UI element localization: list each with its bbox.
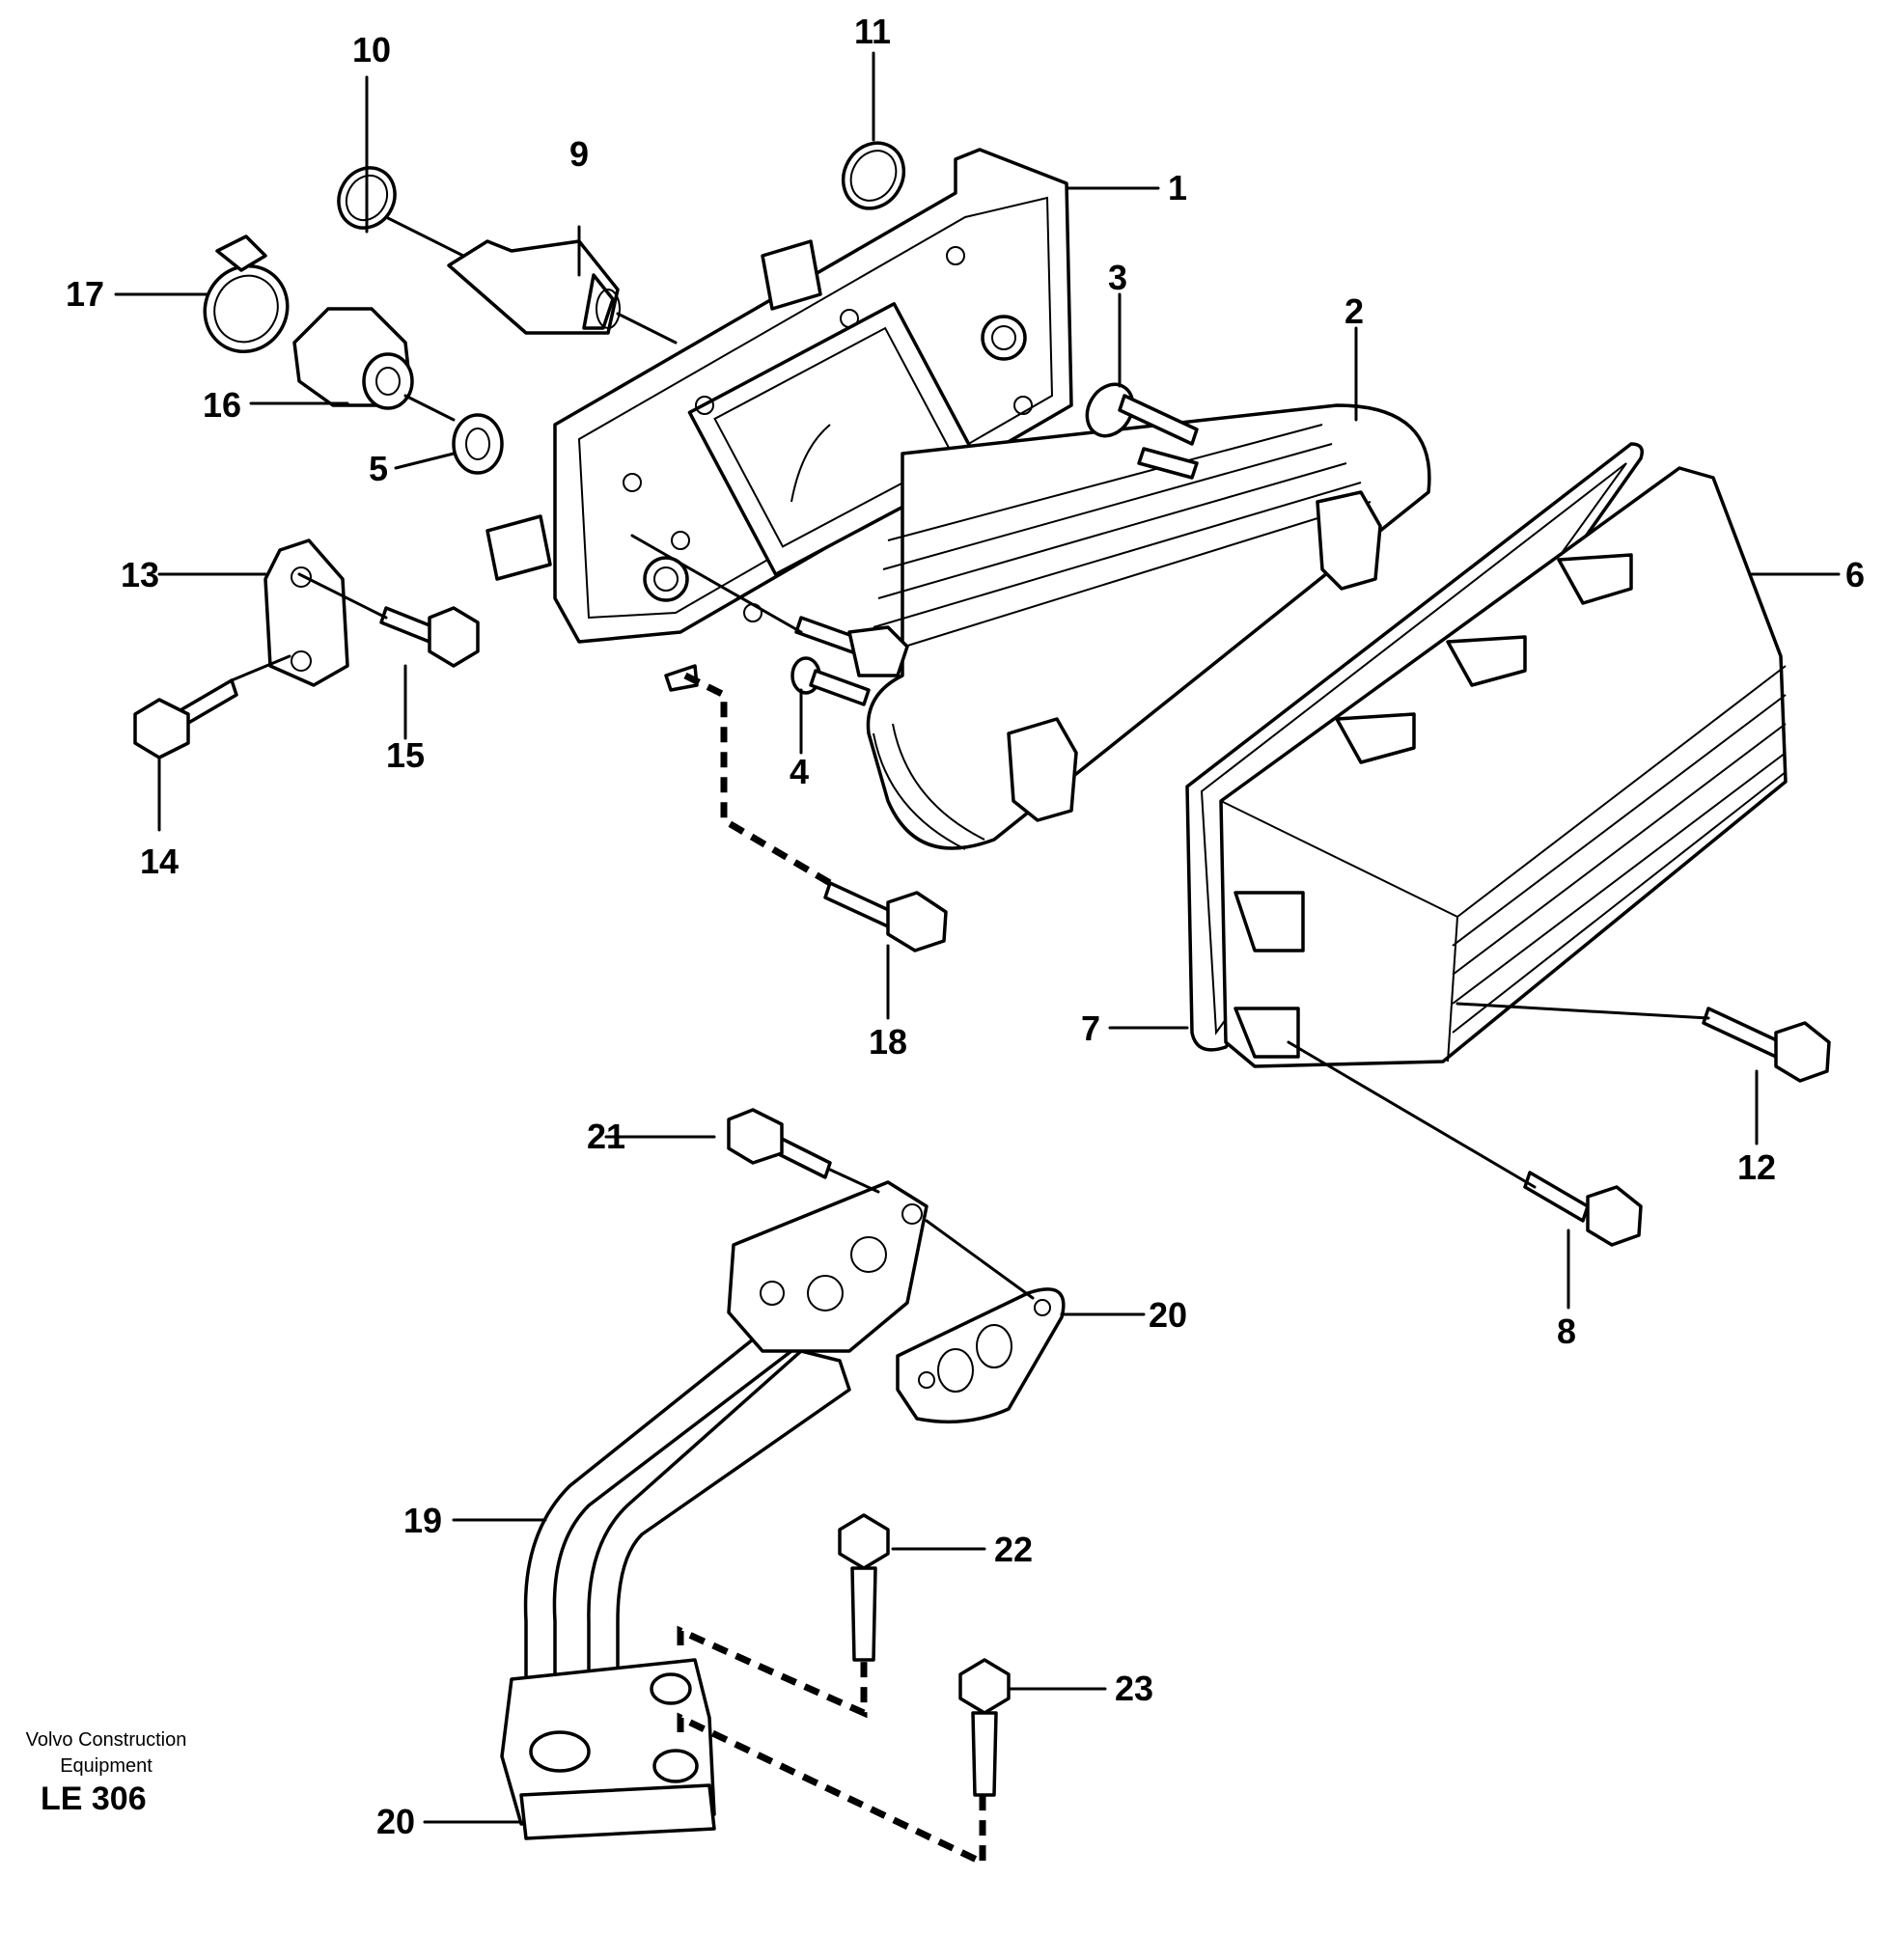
callout-23: 23 (1115, 1669, 1153, 1708)
callout-2: 2 (1344, 291, 1364, 331)
callout-13: 13 (121, 555, 159, 594)
callout-21: 21 (587, 1117, 625, 1156)
callout-20-lower: 20 (376, 1802, 415, 1841)
part-13-bracket (263, 538, 349, 687)
footer-brand-line1: Volvo Construction (25, 1729, 187, 1751)
part-17-hose-clamp (203, 235, 290, 354)
callout-15: 15 (386, 735, 425, 775)
part-3-stud-bolts (1118, 394, 1199, 480)
callout-12: 12 (1737, 1147, 1776, 1187)
part-23-bolt (958, 1658, 1011, 1797)
part-11-o-ring (841, 141, 906, 210)
part-5-seal-washer (452, 413, 504, 475)
callout-10: 10 (352, 30, 391, 69)
callout-17: 17 (66, 274, 104, 314)
callout-6: 6 (1845, 555, 1865, 594)
part-21-bolt (727, 1108, 832, 1179)
callout-14: 14 (140, 842, 179, 881)
callout-5: 5 (369, 449, 388, 488)
part-18-bolt (823, 881, 948, 952)
leader-lines (114, 51, 1841, 1868)
callout-19: 19 (403, 1501, 442, 1540)
callout-16: 16 (203, 385, 241, 425)
callout-4: 4 (790, 752, 809, 791)
callout-22: 22 (994, 1530, 1033, 1569)
part-9-sensor (447, 239, 621, 335)
part-22-bolt (838, 1513, 890, 1662)
callout-8: 8 (1557, 1311, 1576, 1351)
figure-code: LE 306 (41, 1781, 147, 1817)
part-20-gasket-upper (896, 1287, 1066, 1424)
callout-20-upper: 20 (1149, 1295, 1187, 1335)
callout-1: 1 (1168, 168, 1187, 207)
part-2-oil-cooler (866, 403, 1431, 850)
footer-brand: Volvo Construction Equipment (0, 1727, 212, 1780)
callout-11: 11 (854, 12, 891, 51)
callout-18: 18 (869, 1022, 907, 1062)
part-15-bolt (379, 606, 480, 668)
footer-brand-line2: Equipment (60, 1755, 152, 1777)
part-4-stud-bolts (794, 616, 909, 706)
part-16-connector (292, 307, 414, 410)
part-19-oil-pipe (500, 1180, 929, 1840)
part-1-cooler-housing (485, 148, 1073, 692)
part-12-bolt (1702, 1007, 1831, 1083)
callout-3: 3 (1108, 258, 1127, 297)
part-8-bolt (1523, 1171, 1643, 1247)
callout-7: 7 (1081, 1008, 1100, 1048)
part-14-bolt (133, 678, 238, 759)
part-6-cover (1219, 466, 1788, 1068)
callout-9: 9 (569, 134, 589, 174)
callout-labels: 1 2 3 4 5 6 7 8 9 10 11 12 13 14 15 16 1… (66, 12, 1865, 1841)
part-3-o-ring (1085, 382, 1135, 438)
